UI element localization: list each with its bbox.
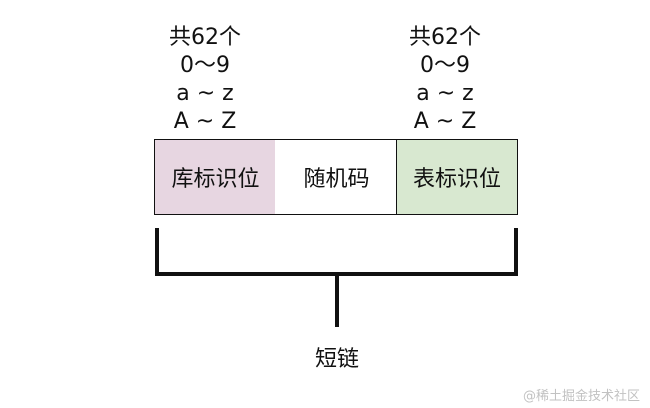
brace-bracket <box>155 228 518 276</box>
left-note-lowercase: a ~ z <box>176 81 234 106</box>
left-charset-note: 共62个 0～9 a ~ z A ~ Z <box>135 24 275 136</box>
random-code-segment: 随机码 <box>275 139 398 215</box>
database-id-segment: 库标识位 <box>154 139 277 215</box>
right-note-digits: 0～9 <box>420 53 470 78</box>
left-note-digits: 0～9 <box>180 53 230 78</box>
short-link-caption: 短链 <box>314 347 359 372</box>
left-note-uppercase: A ~ Z <box>173 109 237 134</box>
left-note-count: 共62个 <box>169 25 241 50</box>
watermark: @稀土掘金技术社区 <box>522 389 640 404</box>
table-id-segment: 表标识位 <box>396 139 518 215</box>
right-note-lowercase: a ~ z <box>416 81 474 106</box>
right-charset-note: 共62个 0～9 a ~ z A ~ Z <box>375 24 515 136</box>
right-note-count: 共62个 <box>409 25 481 50</box>
right-note-uppercase: A ~ Z <box>413 109 477 134</box>
